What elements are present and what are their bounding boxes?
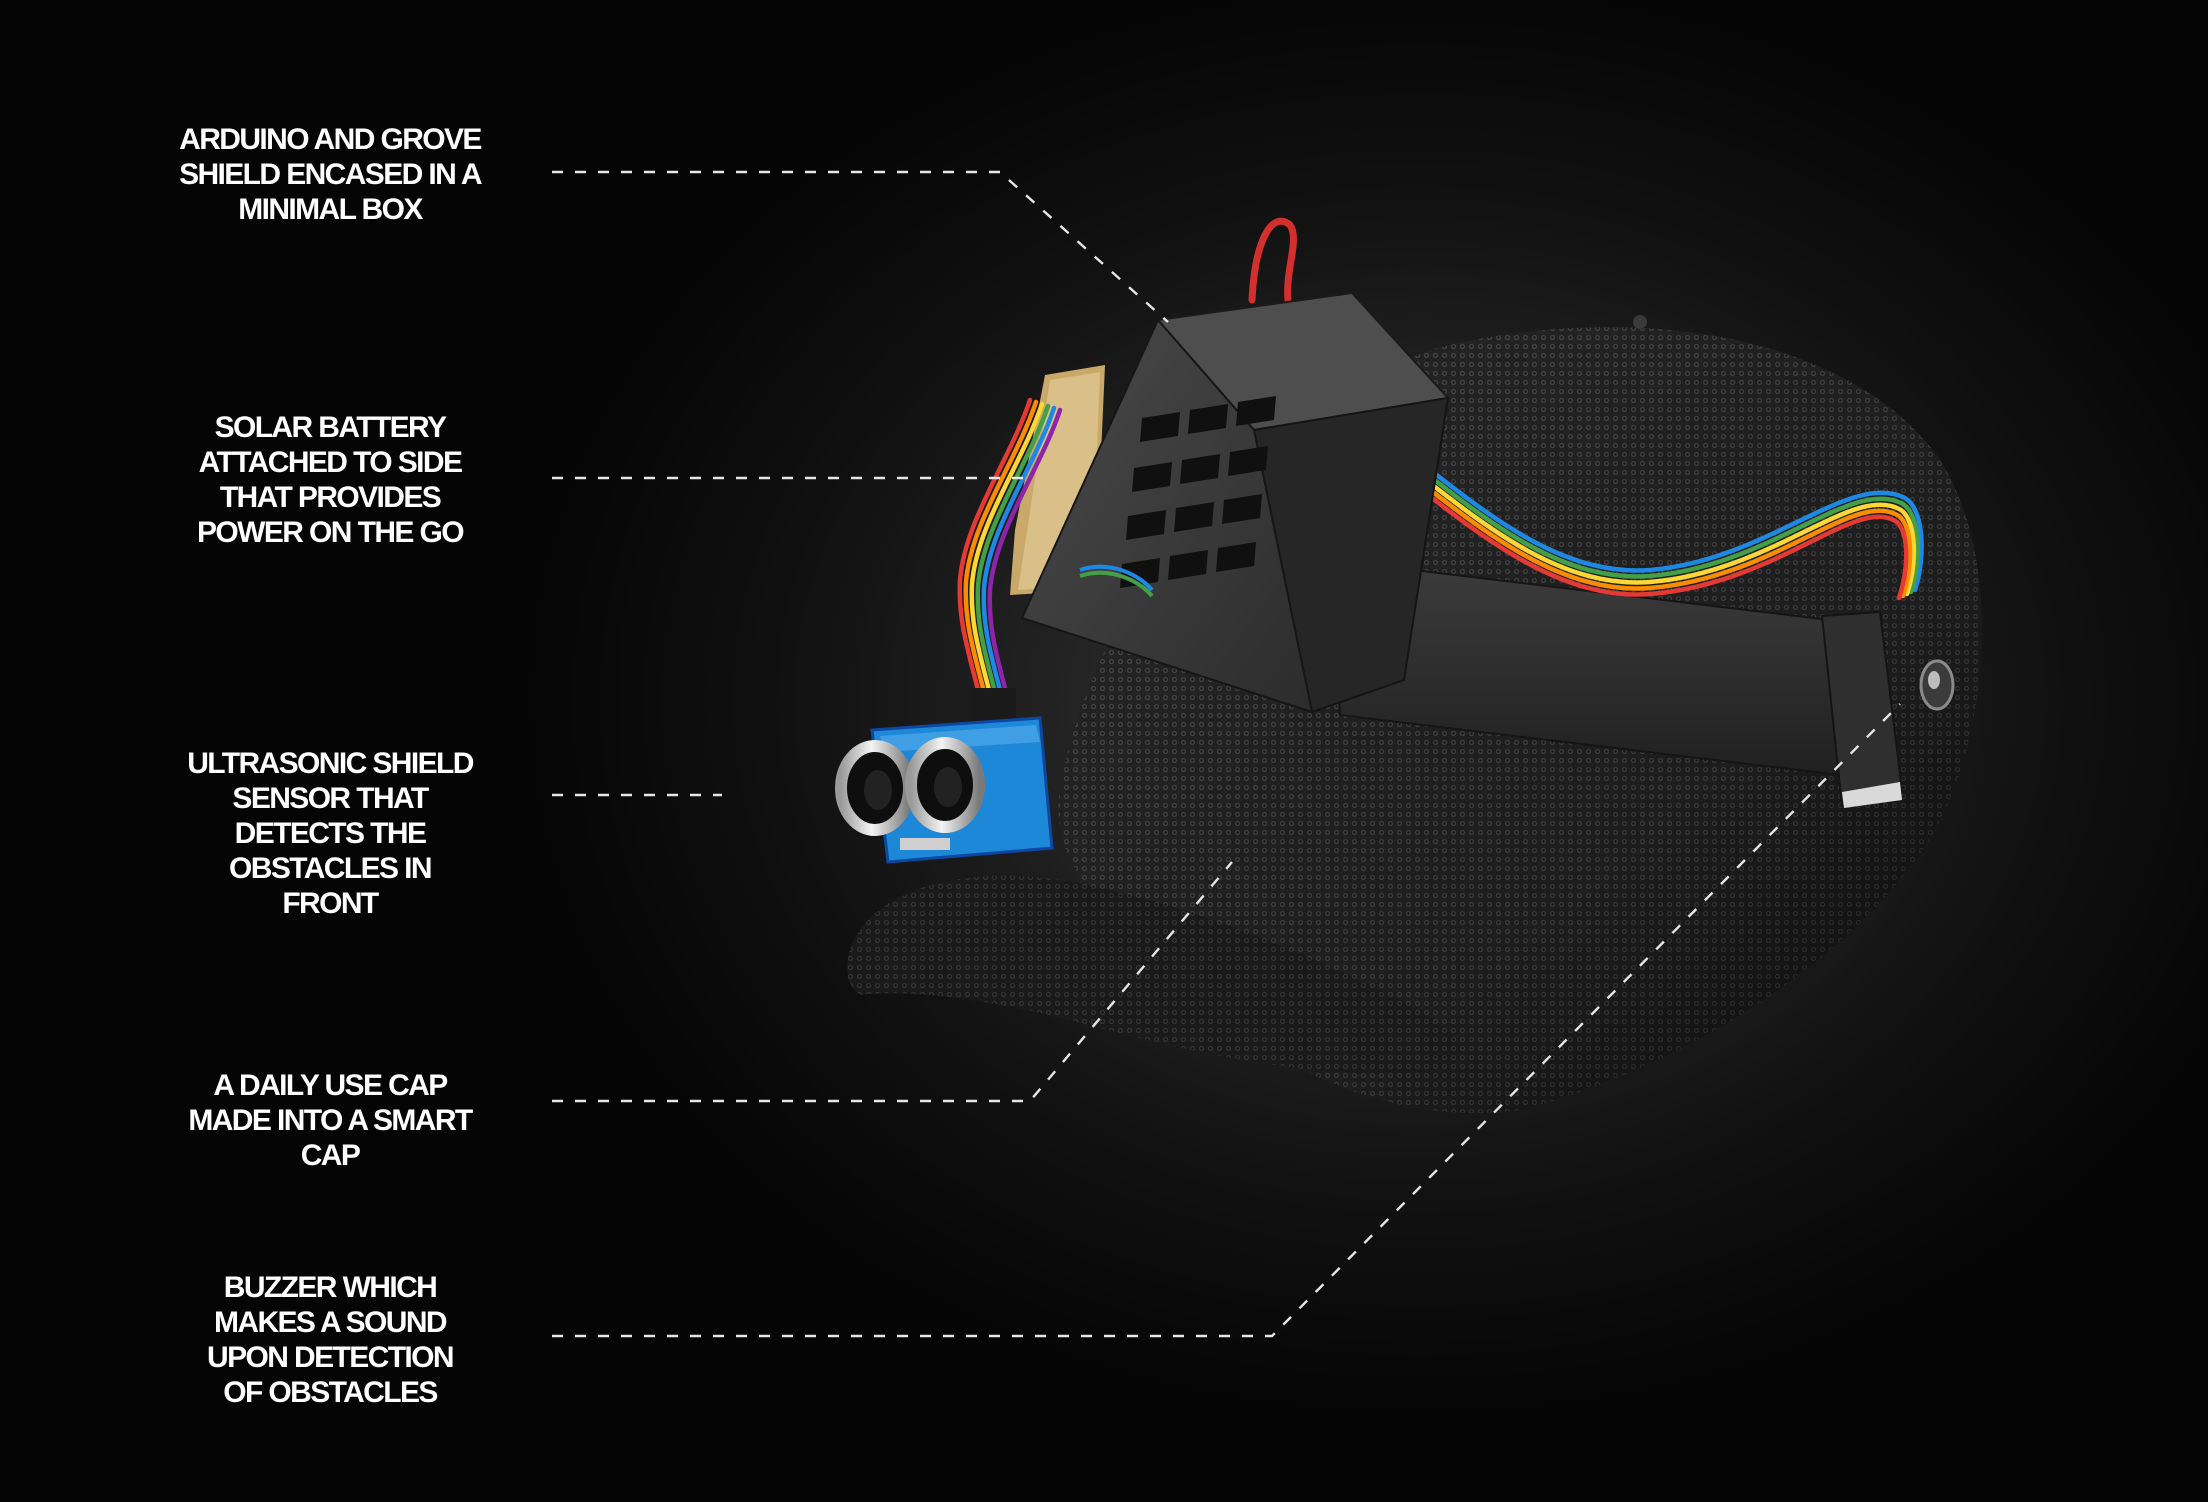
callout-buzzer-line-2: MAKES A SOUND <box>214 1306 448 1339</box>
callout-ultrasonic-line-3: DETECTS THE <box>234 817 427 850</box>
callout-cap: A DAILY USE CAP MADE INTO A SMART CAP <box>130 1068 530 1173</box>
buzzer-icon <box>1919 659 1955 711</box>
callout-ultrasonic: ULTRASONIC SHIELD SENSOR THAT DETECTS TH… <box>130 746 530 921</box>
callout-ultrasonic-line-1: ULTRASONIC SHIELD <box>187 747 474 780</box>
callout-solar-line-4: POWER ON THE GO <box>196 516 465 549</box>
callout-solar: SOLAR BATTERY ATTACHED TO SIDE THAT PROV… <box>130 410 530 550</box>
callout-arduino-line-3: MINIMAL BOX <box>238 193 423 226</box>
callout-cap-line-3: CAP <box>300 1139 361 1172</box>
callout-arduino-line-1: ARDUINO AND GROVE <box>179 123 482 156</box>
leader-lines <box>552 170 1901 1338</box>
callout-solar-line-2: ATTACHED TO SIDE <box>198 446 463 479</box>
callout-buzzer-line-4: OF OBSTACLES <box>223 1376 438 1409</box>
leader-line-buzzer <box>552 703 1901 1338</box>
callout-solar-line-1: SOLAR BATTERY <box>214 411 447 444</box>
callout-cap-line-2: MADE INTO A SMART <box>188 1104 473 1137</box>
leader-line-arduino <box>552 170 1169 323</box>
callout-arduino-line-2: SHIELD ENCASED IN A <box>179 158 482 191</box>
callout-buzzer-line-3: UPON DETECTION <box>207 1341 455 1374</box>
ribbon-cable-sensor <box>957 397 1063 722</box>
callout-ultrasonic-line-5: FRONT <box>282 887 379 920</box>
cap-brim <box>847 875 1461 1074</box>
callout-cap-line-1: A DAILY USE CAP <box>213 1069 448 1102</box>
callout-solar-line-3: THAT PROVIDES <box>219 481 442 514</box>
callout-arduino: ARDUINO AND GROVE SHIELD ENCASED IN A MI… <box>130 122 530 227</box>
arduino-box <box>1020 291 1450 714</box>
callout-buzzer-line-1: BUZZER WHICH <box>223 1271 438 1304</box>
callout-buzzer: BUZZER WHICH MAKES A SOUND UPON DETECTIO… <box>130 1270 530 1410</box>
ultrasonic-sensor-icon <box>835 716 1054 864</box>
callout-ultrasonic-line-4: OBSTACLES IN <box>229 852 433 885</box>
callout-ultrasonic-line-2: SENSOR THAT <box>232 782 429 815</box>
cap-strap <box>1328 558 1904 808</box>
red-power-wire <box>1248 217 1297 304</box>
